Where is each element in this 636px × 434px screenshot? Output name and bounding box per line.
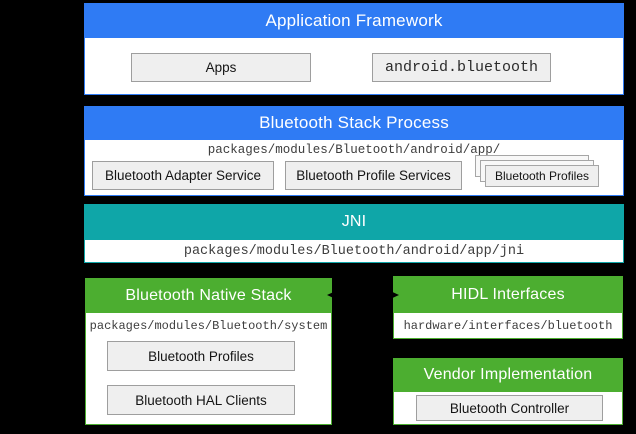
bluetooth-stack-process-block: Bluetooth Stack Process packages/modules…	[84, 106, 624, 196]
application-framework-title: Application Framework	[265, 10, 443, 30]
hidl-interfaces-title: HIDL Interfaces	[451, 285, 565, 303]
bluetooth-hal-clients-box: Bluetooth HAL Clients	[107, 385, 295, 415]
bluetooth-profile-services-box: Bluetooth Profile Services	[285, 161, 462, 190]
bluetooth-adapter-service-box: Bluetooth Adapter Service	[92, 161, 274, 190]
bluetooth-profile-services-label: Bluetooth Profile Services	[296, 168, 451, 183]
bluetooth-native-stack-header: Bluetooth Native Stack	[85, 278, 332, 313]
bluetooth-native-stack-body: packages/modules/Bluetooth/system Blueto…	[85, 313, 332, 425]
hidl-interfaces-header: HIDL Interfaces	[393, 276, 623, 313]
bluetooth-profiles-label: Bluetooth Profiles	[494, 169, 590, 183]
bluetooth-adapter-service-label: Bluetooth Adapter Service	[104, 168, 262, 183]
hidl-interfaces-body: hardware/interfaces/bluetooth	[393, 313, 623, 339]
jni-title: JNI	[341, 213, 367, 230]
bluetooth-stack-process-body: packages/modules/Bluetooth/android/app/ …	[84, 140, 624, 196]
native-bluetooth-profiles-label: Bluetooth Profiles	[148, 348, 254, 364]
vendor-implementation-block: Vendor Implementation Bluetooth Controll…	[393, 358, 623, 425]
bluetooth-stack-process-path: packages/modules/Bluetooth/android/app/	[207, 143, 501, 157]
jni-body: packages/modules/Bluetooth/android/app/j…	[84, 240, 624, 263]
bluetooth-controller-box: Bluetooth Controller	[416, 395, 603, 421]
bluetooth-native-stack-title: Bluetooth Native Stack	[125, 286, 292, 304]
android-bluetooth-api-label: android.bluetooth	[384, 59, 539, 76]
hidl-interfaces-path: hardware/interfaces/bluetooth	[403, 318, 613, 333]
native-bluetooth-profiles-box: Bluetooth Profiles	[107, 341, 295, 371]
application-framework-block: Application Framework Apps android.bluet…	[84, 3, 624, 95]
jni-block: JNI packages/modules/Bluetooth/android/a…	[84, 204, 624, 263]
bluetooth-profiles-stack: Bluetooth Profiles	[475, 155, 599, 187]
android-bluetooth-api-box: android.bluetooth	[372, 53, 551, 82]
arrowhead-left-icon	[327, 289, 339, 301]
apps-label: Apps	[205, 60, 237, 75]
hidl-interfaces-block: HIDL Interfaces hardware/interfaces/blue…	[393, 276, 623, 339]
bluetooth-profiles-box: Bluetooth Profiles	[485, 165, 599, 187]
vendor-implementation-body: Bluetooth Controller	[393, 392, 623, 425]
application-framework-body: Apps android.bluetooth	[84, 38, 624, 95]
vendor-implementation-header: Vendor Implementation	[393, 358, 623, 392]
bluetooth-native-stack-path: packages/modules/Bluetooth/system	[89, 319, 328, 333]
apps-box: Apps	[131, 53, 311, 82]
bluetooth-hal-clients-label: Bluetooth HAL Clients	[135, 392, 267, 408]
arrowhead-right-icon	[387, 289, 399, 301]
bluetooth-stack-process-title: Bluetooth Stack Process	[259, 113, 449, 132]
bluetooth-native-stack-block: Bluetooth Native Stack packages/modules/…	[85, 278, 332, 425]
bidirectional-arrow	[327, 289, 399, 301]
application-framework-header: Application Framework	[84, 3, 624, 38]
jni-path: packages/modules/Bluetooth/android/app/j…	[183, 243, 525, 259]
jni-header: JNI	[84, 204, 624, 240]
vendor-implementation-title: Vendor Implementation	[423, 366, 593, 383]
bluetooth-controller-label: Bluetooth Controller	[449, 400, 570, 416]
bluetooth-stack-process-header: Bluetooth Stack Process	[84, 106, 624, 140]
